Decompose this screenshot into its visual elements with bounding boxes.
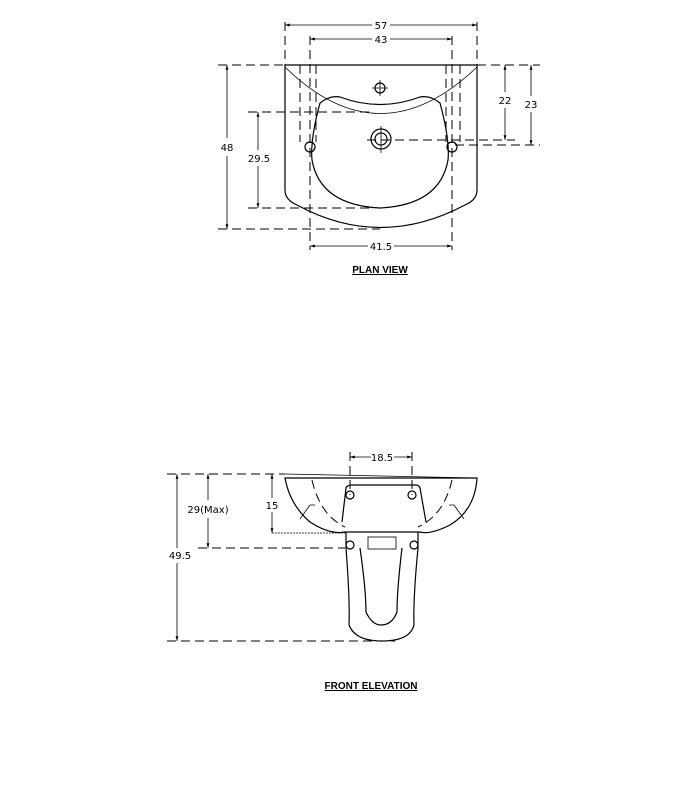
dim-height-max: 29(Max) xyxy=(187,505,228,516)
pedestal-fixing-left-icon xyxy=(345,540,355,550)
dim-fixing-centres: 18.5 xyxy=(371,453,393,464)
fixing-hole-left-icon xyxy=(345,490,355,500)
dim-waste-to-wall: 22 xyxy=(499,96,512,107)
basin-front-rim xyxy=(284,66,478,114)
pedestal-fixing-right-icon xyxy=(409,540,419,550)
bowl-outline xyxy=(311,96,449,209)
front-elevation: 18.5 29(Max) 49.5 15 FRONT ELEVATION xyxy=(167,452,478,692)
dim-basin-height: 15 xyxy=(266,501,279,512)
basin-elevation xyxy=(284,477,478,534)
dim-overall-width: 57 xyxy=(375,21,388,32)
fixing-hole-right-icon xyxy=(446,141,458,153)
dim-bracket-width-bottom: 41.5 xyxy=(370,242,392,253)
basin-outline xyxy=(284,64,478,229)
fixing-hole-left-icon xyxy=(304,141,316,153)
dim-bracket-width-top: 43 xyxy=(375,35,388,46)
pedestal-outline xyxy=(345,532,419,642)
plan-view: 57 43 48 29.5 22 23 41.5 PLAN VIEW xyxy=(218,21,540,276)
plan-view-title: PLAN VIEW xyxy=(352,265,408,276)
dim-overall-depth: 48 xyxy=(221,143,234,154)
dim-fixing-to-wall: 23 xyxy=(525,100,538,111)
dim-overall-height: 49.5 xyxy=(169,551,191,562)
dim-bowl-depth: 29.5 xyxy=(248,154,270,165)
fixing-hole-right-icon xyxy=(407,490,417,500)
front-elevation-title: FRONT ELEVATION xyxy=(325,681,418,692)
